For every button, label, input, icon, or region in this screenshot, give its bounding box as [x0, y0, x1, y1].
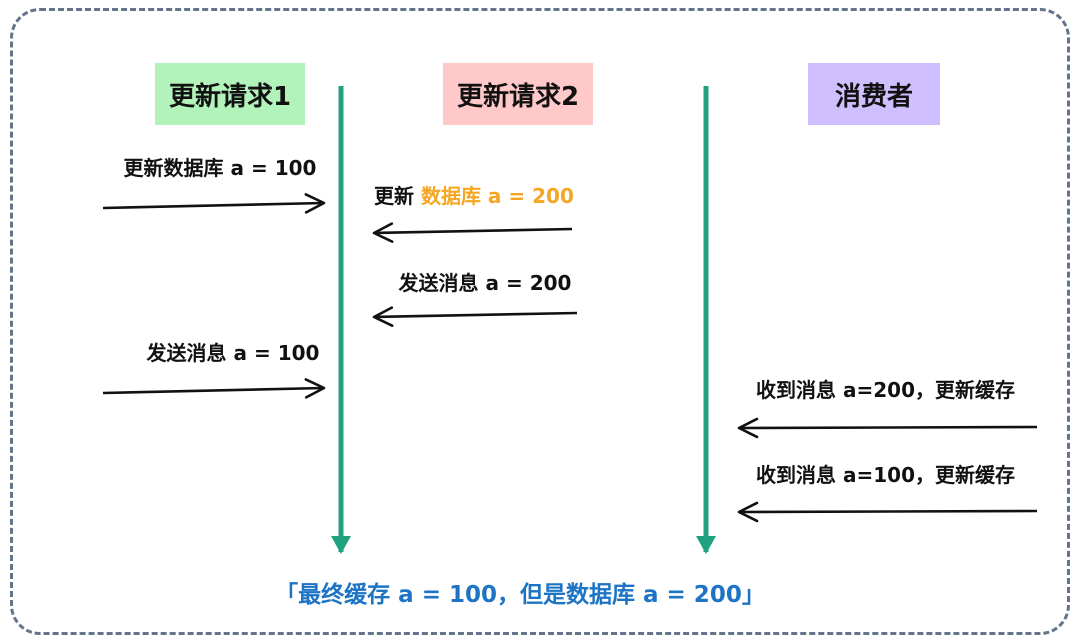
lane-header-update-request-2: 更新请求2	[443, 63, 593, 125]
message-label-prefix: 更新	[374, 184, 421, 208]
message-label-update-db-200: 更新 数据库 a = 200	[374, 180, 594, 209]
lane-header-label: 更新请求1	[168, 81, 292, 112]
lane-header-update-request-1: 更新请求1	[155, 63, 305, 125]
message-label-recv-msg-100: 收到消息 a=100，更新缓存	[756, 463, 1015, 487]
conclusion-text: 「最终缓存 a = 100，但是数据库 a = 200」	[275, 582, 765, 608]
message-label-highlight: 数据库 a = 200	[420, 184, 574, 208]
message-label-send-msg-100: 发送消息 a = 100	[146, 341, 320, 365]
lane-header-label: 消费者	[834, 81, 913, 112]
message-label-recv-msg-200: 收到消息 a=200，更新缓存	[756, 378, 1015, 402]
lane-header-label: 更新请求2	[456, 81, 580, 112]
lane-header-consumer: 消费者	[808, 63, 940, 125]
message-label-send-msg-200: 发送消息 a = 200	[398, 271, 572, 295]
diagram-dashed-border	[10, 8, 1070, 635]
message-label-update-db-100: 更新数据库 a = 100	[123, 156, 317, 180]
